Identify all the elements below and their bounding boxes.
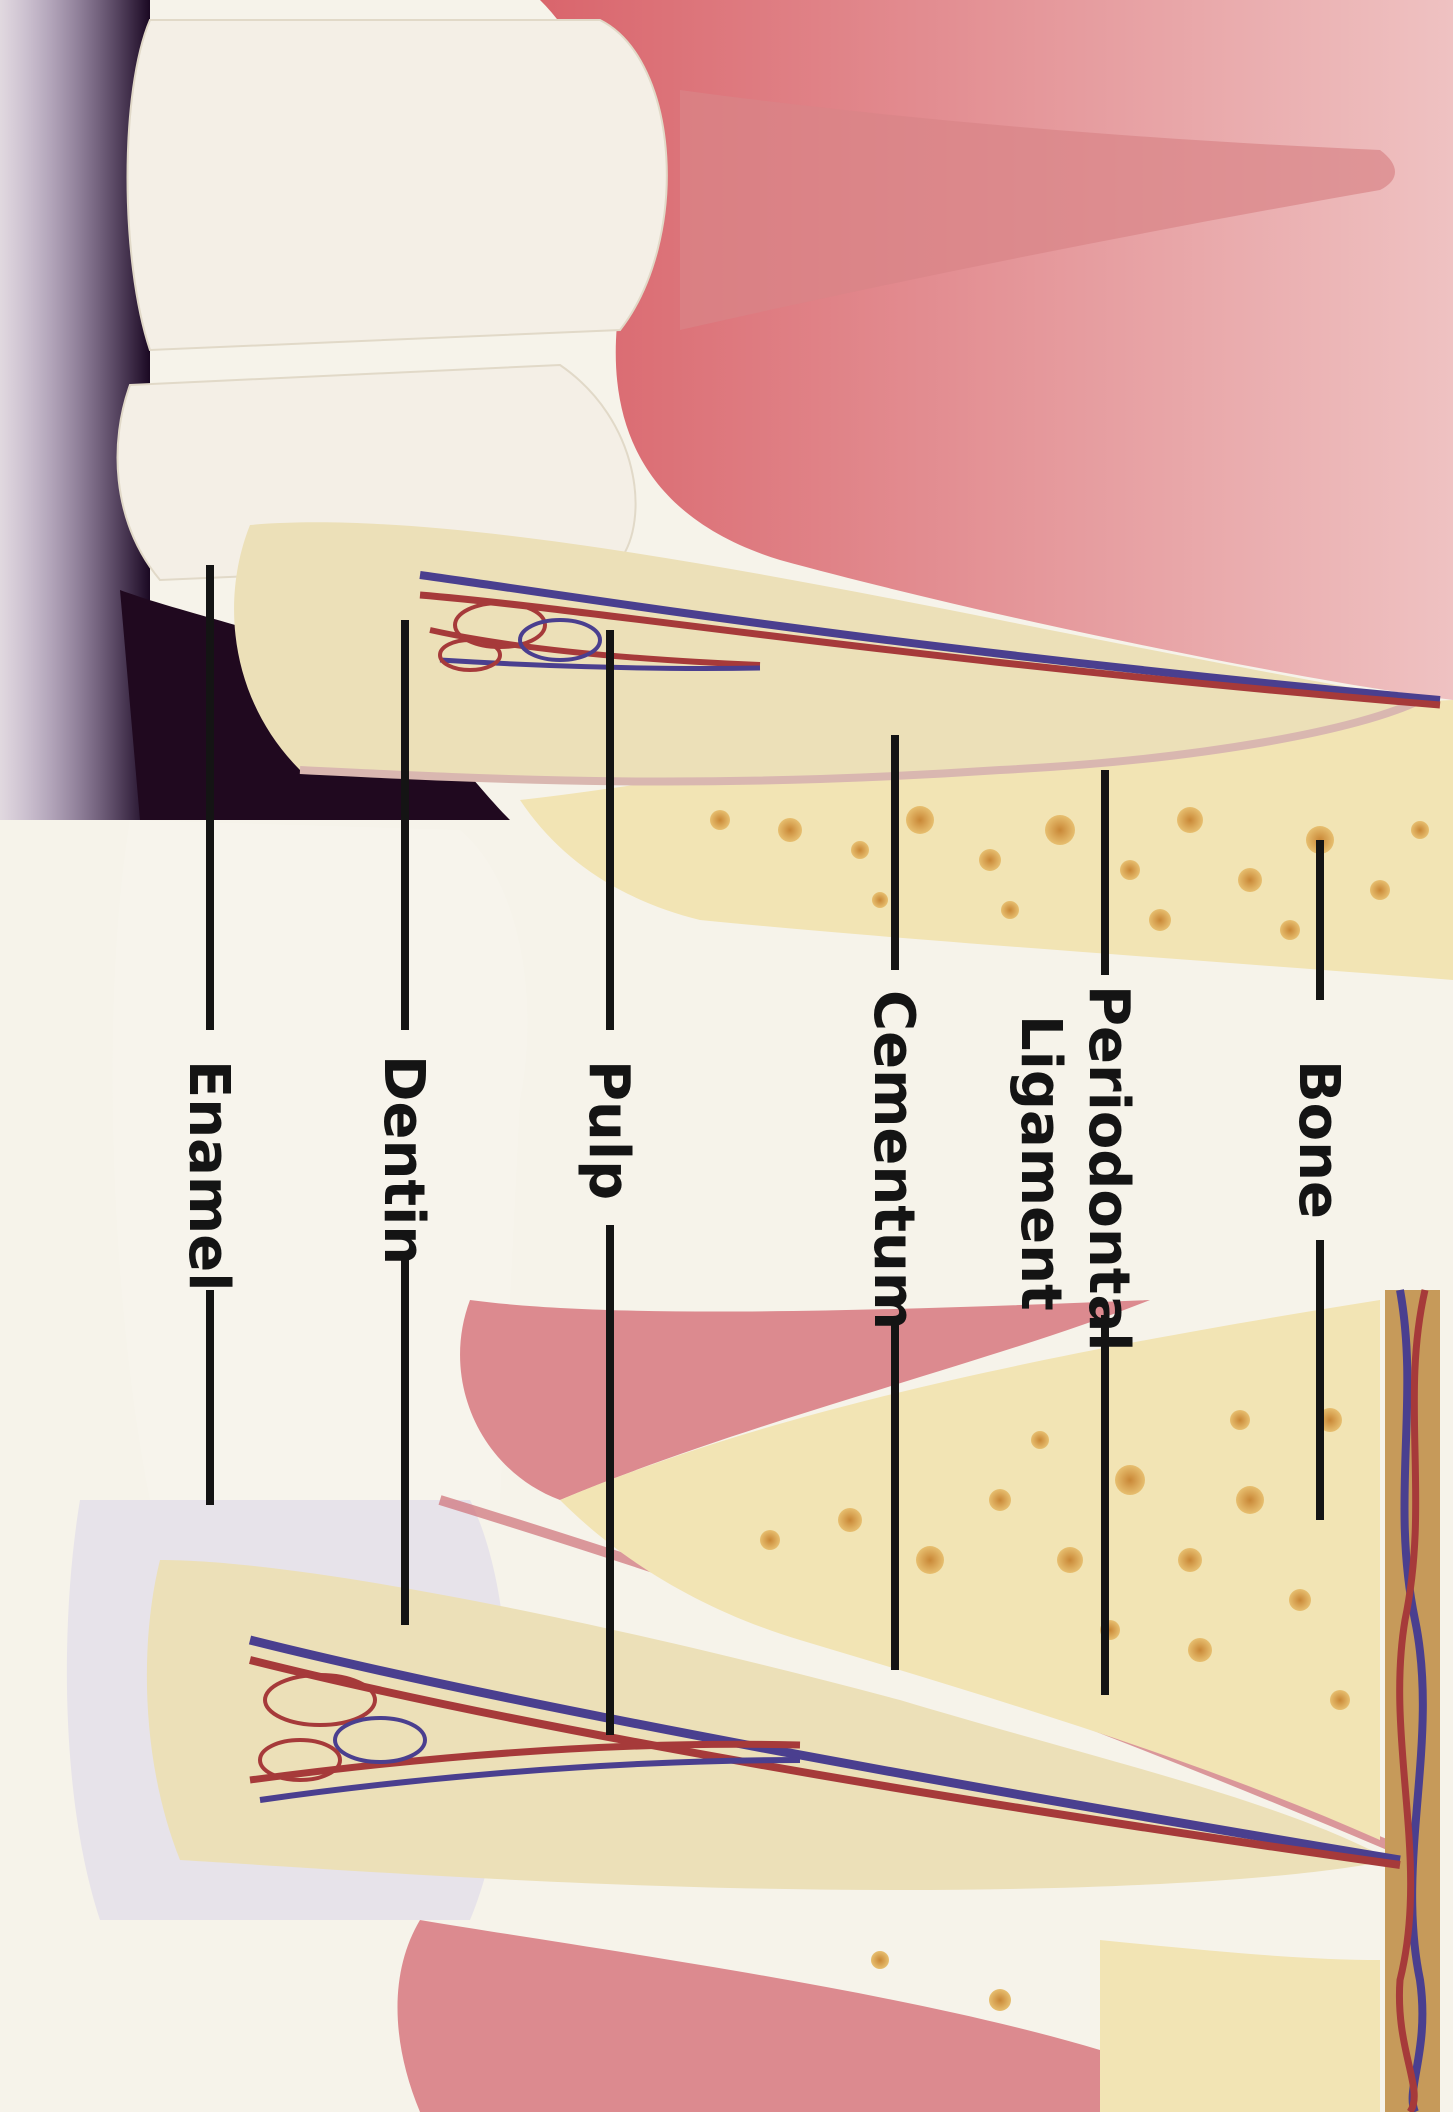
enamel-label: Enamel	[176, 1060, 241, 1291]
pulp-label: Pulp	[576, 1060, 641, 1200]
dentin-label: Dentin	[371, 1055, 436, 1265]
cementum-label: Cementum	[861, 990, 926, 1330]
bone-label: Bone	[1286, 1060, 1351, 1219]
upper-tooth-crown-1	[128, 20, 667, 350]
lower-tooth-crown-1	[113, 820, 528, 1500]
periodontal-label: Periodontal	[1076, 985, 1141, 1352]
lower-bone-2	[1100, 1940, 1380, 2112]
ligament-label: Ligament	[1008, 1015, 1073, 1311]
